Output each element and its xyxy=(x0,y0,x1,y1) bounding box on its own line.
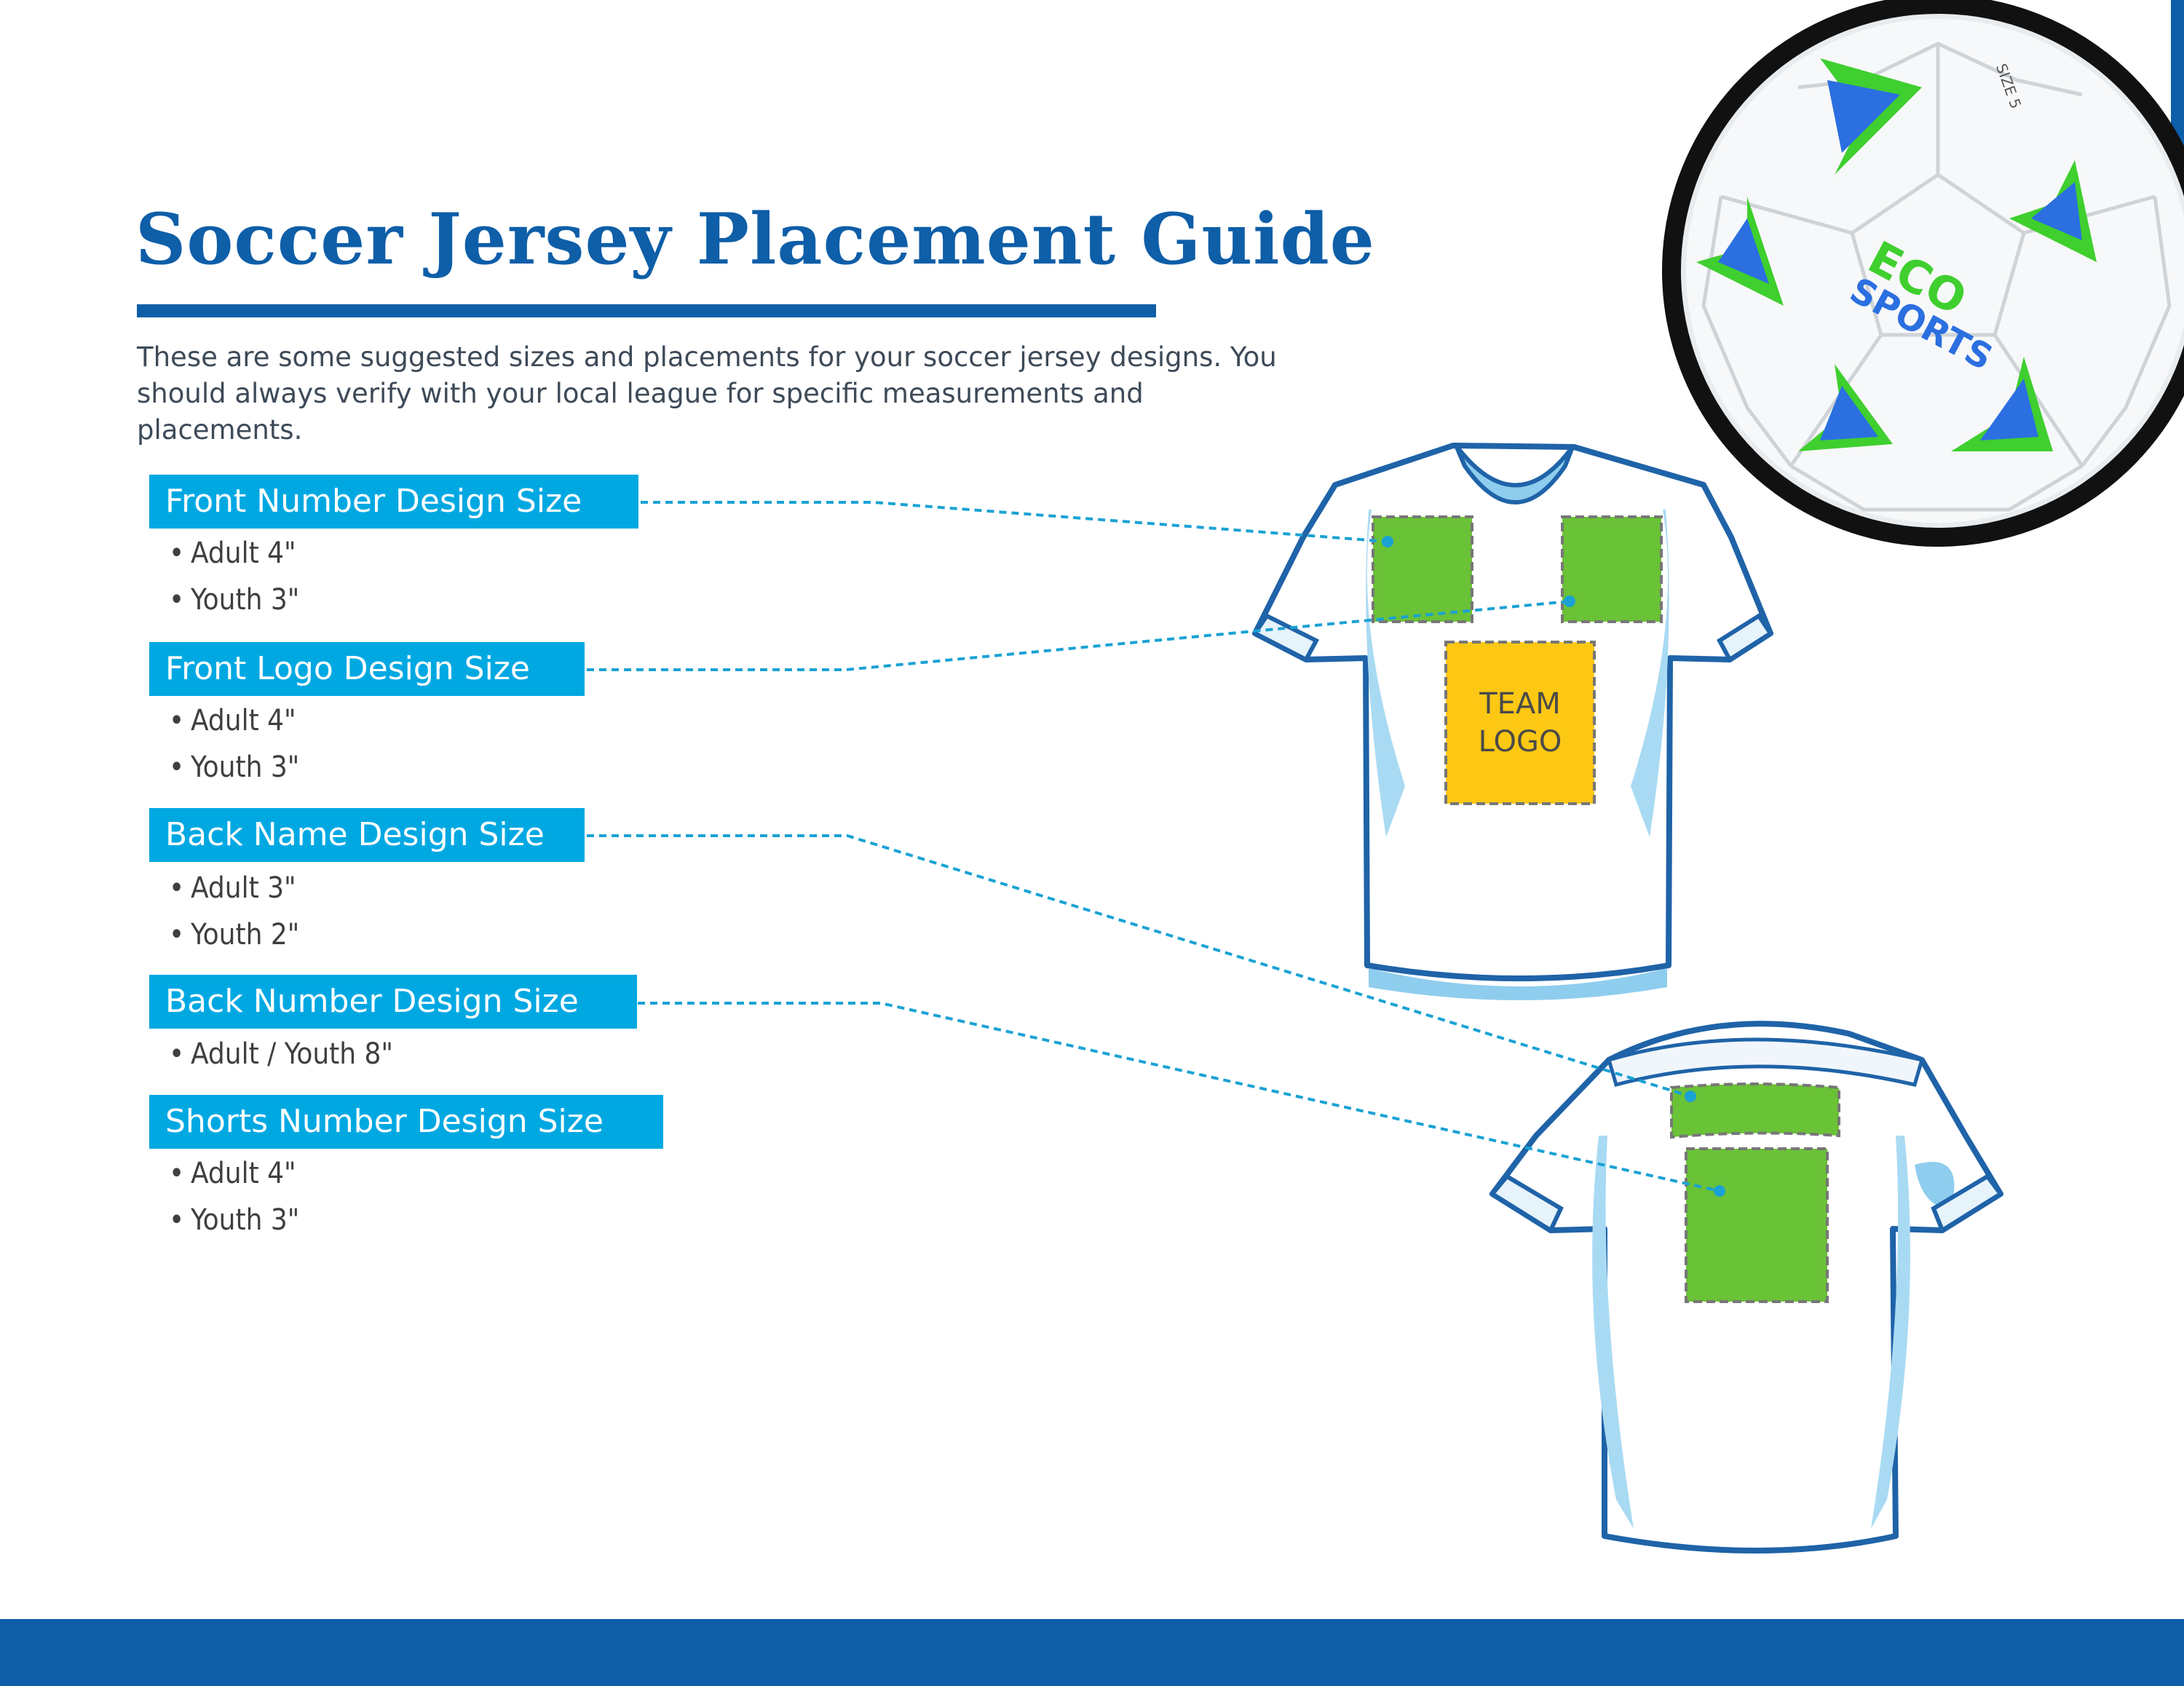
back-jersey-right-accent xyxy=(1871,1136,1910,1529)
leader-line-front-logo xyxy=(587,600,1570,671)
front-jersey-left-cuff xyxy=(1251,613,1320,663)
size-value: Adult 4" xyxy=(191,704,296,737)
shorts-number-sizes: •Adult 4" •Youth 3" xyxy=(169,1150,299,1243)
bullet-icon: • xyxy=(169,537,185,570)
front-number-zone-left xyxy=(1372,515,1473,623)
bullet-icon: • xyxy=(169,704,185,737)
ball-body xyxy=(1686,19,2184,523)
size-item: •Adult 4" xyxy=(169,530,299,577)
back-name-label: Back Name Design Size xyxy=(149,808,585,862)
team-logo-zone xyxy=(1444,641,1596,805)
back-number-zone xyxy=(1685,1147,1829,1303)
front-logo-sizes: •Adult 4" •Youth 3" xyxy=(169,697,299,791)
size-value: Adult 3" xyxy=(191,871,296,905)
front-jersey-collar xyxy=(1454,444,1575,504)
back-number-label: Back Number Design Size xyxy=(149,975,637,1029)
bullet-icon: • xyxy=(169,1157,185,1190)
size-item: •Youth 2" xyxy=(169,911,299,958)
bullet-icon: • xyxy=(169,1203,185,1237)
bullet-icon: • xyxy=(169,1037,185,1071)
front-jersey-hem xyxy=(1369,968,1667,1000)
front-number-zone-right xyxy=(1561,515,1663,623)
size-item: •Youth 3" xyxy=(169,577,299,623)
back-jersey-left-accent xyxy=(1592,1136,1634,1529)
back-name-sizes: •Adult 3" •Youth 2" xyxy=(169,865,299,958)
ball-swoosh-decorations xyxy=(1696,58,2097,451)
page-title: Soccer Jersey Placement Guide xyxy=(135,198,1375,280)
leader-line-back-number xyxy=(638,1002,1720,1192)
size-value: Youth 2" xyxy=(191,918,300,951)
leader-line-front-number xyxy=(641,501,1388,543)
endpoint-dot xyxy=(1382,536,1393,547)
size-item: •Adult 4" xyxy=(169,1150,299,1197)
team-logo-line1: TEAM xyxy=(1479,687,1561,721)
back-name-zone xyxy=(1670,1083,1840,1139)
back-jersey-left-cuff xyxy=(1489,1174,1564,1234)
size-value: Adult 4" xyxy=(191,537,296,570)
endpoint-dot xyxy=(1564,595,1575,607)
size-item: •Youth 3" xyxy=(169,1197,299,1243)
footer-band xyxy=(0,1619,2184,1686)
team-logo-line2: LOGO xyxy=(1479,725,1562,759)
soccer-ball-illustration: ECO SPORTS SIZE 5 xyxy=(1662,0,2184,547)
front-jersey-right-cuff xyxy=(1717,612,1774,663)
size-value: Adult / Youth 8" xyxy=(191,1037,393,1071)
front-logo-label: Front Logo Design Size xyxy=(149,642,585,696)
corner-tab xyxy=(2171,0,2184,166)
size-value: Youth 3" xyxy=(191,583,300,617)
endpoint-dot xyxy=(1685,1091,1696,1102)
leader-lines xyxy=(587,501,1720,1192)
bullet-icon: • xyxy=(169,918,185,951)
bullet-icon: • xyxy=(169,583,185,617)
size-item: •Adult 3" xyxy=(169,865,299,911)
front-jersey-left-accent xyxy=(1366,510,1405,837)
front-number-sizes: •Adult 4" •Youth 3" xyxy=(169,530,299,623)
endpoint-dot xyxy=(1714,1185,1725,1197)
bullet-icon: • xyxy=(169,871,185,905)
size-value: Adult 4" xyxy=(191,1157,296,1190)
leader-line-back-name xyxy=(587,834,1691,1098)
back-jersey-right-cuff xyxy=(1931,1174,2004,1234)
shorts-number-label: Shorts Number Design Size xyxy=(149,1095,663,1149)
size-value: Youth 3" xyxy=(191,1203,300,1237)
front-number-label: Front Number Design Size xyxy=(149,475,638,529)
size-item: •Youth 3" xyxy=(169,744,299,791)
title-underline xyxy=(137,304,1156,317)
back-jersey-collar xyxy=(1606,1037,1925,1088)
size-item: •Adult / Youth 8" xyxy=(169,1031,393,1077)
size-value: Youth 3" xyxy=(191,751,300,784)
size-item: •Adult 4" xyxy=(169,697,299,744)
back-number-sizes: •Adult / Youth 8" xyxy=(169,1031,393,1077)
leader-endpoints xyxy=(1382,536,1725,1197)
bullet-icon: • xyxy=(169,751,185,784)
intro-text: These are some suggested sizes and place… xyxy=(137,341,1277,446)
front-jersey-right-accent xyxy=(1631,510,1669,837)
back-jersey-sleeve-accent xyxy=(1915,1162,1955,1208)
